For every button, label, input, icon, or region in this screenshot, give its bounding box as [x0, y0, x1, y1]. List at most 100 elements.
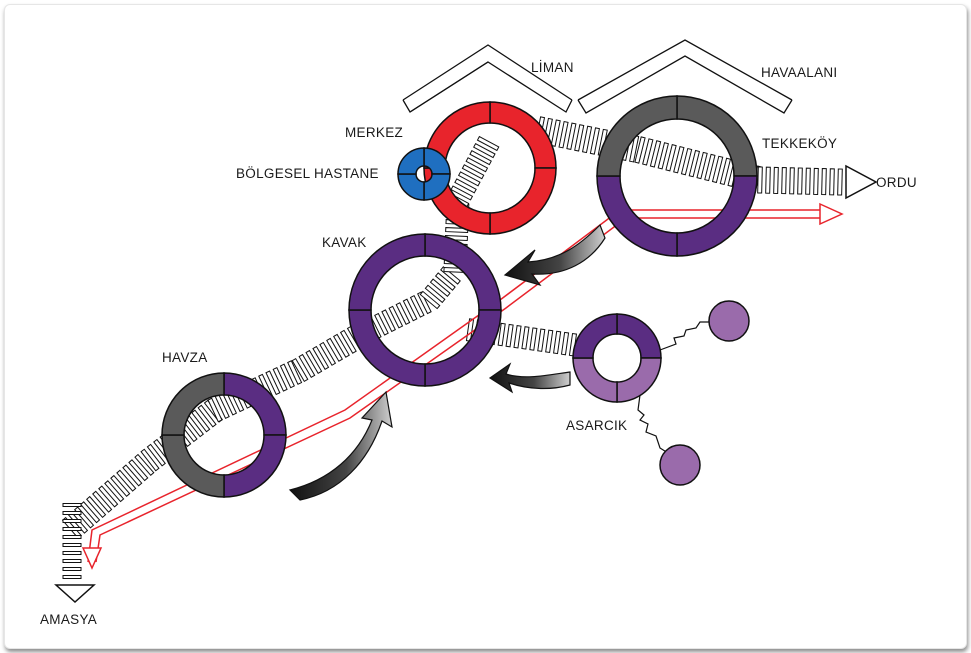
hatch-bar	[62, 503, 82, 507]
asarcik-ring-segment	[572, 357, 618, 403]
hatch-bar	[537, 328, 546, 352]
hatch-bar	[434, 272, 456, 291]
havza-ring-segment	[223, 434, 287, 498]
hatch-bar	[642, 138, 654, 166]
label-kavak: KAVAK	[322, 235, 367, 250]
hatch-bar	[757, 166, 763, 194]
hatch-bar	[287, 360, 303, 385]
asarcik-satellite-bottom	[659, 444, 701, 486]
hatch-bar	[629, 135, 640, 163]
hatch-bar	[417, 291, 432, 315]
hatch-bar	[98, 485, 119, 508]
asarcik-connectors	[637, 321, 716, 459]
hatch-bar	[505, 323, 514, 348]
hatch-bar	[116, 469, 137, 492]
hatch-bar	[191, 409, 211, 433]
hatch-bar	[62, 511, 82, 515]
hatch-bar	[461, 164, 485, 180]
hatch-bar	[62, 535, 82, 539]
havza-ring-segment	[161, 372, 225, 436]
hatch-bar	[86, 495, 107, 519]
tekkekoy-ring-segment	[596, 95, 678, 177]
hatch-bar	[62, 527, 82, 531]
hatch-bar	[560, 331, 570, 356]
hatch-bar	[92, 490, 113, 513]
hatch-bar	[649, 140, 662, 168]
hatch-bar	[673, 145, 685, 174]
hatch-bar	[469, 150, 492, 166]
hatch-bar	[704, 153, 716, 182]
hatch-bar	[298, 353, 316, 379]
hastane-ring	[397, 147, 451, 201]
hatch-bar	[553, 330, 562, 355]
hatch-bar	[110, 474, 131, 498]
liman-bracket	[402, 44, 573, 113]
hatch-bar	[326, 337, 344, 362]
triangle-right-icon	[845, 164, 878, 200]
hatch-bar	[62, 543, 82, 547]
hatch-bar	[207, 397, 223, 423]
havza-ring	[161, 372, 287, 498]
asarcik-ring-segment	[572, 313, 618, 359]
kavak-ring-segment	[424, 233, 502, 311]
hatch-bar	[62, 519, 82, 523]
asarcik-ring	[572, 313, 662, 403]
havza-ring-segment	[161, 434, 225, 498]
hatch-bar	[545, 329, 554, 354]
hatch-bar	[272, 366, 288, 392]
hatch-bar	[473, 142, 496, 159]
kavak-ring	[348, 233, 502, 387]
hatch-bar	[521, 326, 530, 350]
hatch-bar	[550, 119, 561, 147]
tekkekoy-ring	[596, 95, 758, 257]
hatch-bar	[279, 363, 295, 389]
hatch-bar	[454, 178, 477, 194]
hatch-bar	[419, 290, 441, 310]
hatch-bar	[457, 171, 481, 187]
tekkekoy-ring-segment	[596, 175, 678, 257]
label-ordu: ORDU	[876, 175, 917, 190]
hatch-bar	[140, 448, 160, 472]
hatch-bar	[589, 127, 601, 155]
hatch-bar	[765, 166, 771, 194]
hatch-bar	[688, 149, 701, 178]
kavak-ring-segment	[348, 233, 426, 311]
hatch-bar	[104, 480, 125, 503]
merkez-ring-segment	[423, 101, 491, 169]
corridor-amasya-vertical	[62, 503, 82, 579]
hatch-bar	[719, 157, 732, 186]
hatch-bar	[574, 124, 585, 152]
hatch-bar	[821, 168, 827, 196]
hastane-ring-segment	[397, 173, 425, 201]
hatch-bar	[424, 284, 446, 304]
hatch-bar	[305, 349, 323, 374]
hatch-bar	[805, 167, 811, 195]
hatch-bar	[339, 329, 357, 354]
hatch-bar	[62, 575, 82, 579]
asarcik-ring-segment	[616, 357, 662, 403]
hatch-bar	[837, 168, 843, 196]
hatch-bar	[312, 345, 330, 370]
hatch-bar	[134, 453, 155, 476]
corridor-hatching	[61, 116, 843, 579]
hastane-ring-segment	[397, 147, 425, 175]
hatch-bar	[146, 443, 166, 467]
hatch-bar	[388, 305, 404, 329]
hatch-bar	[409, 294, 425, 318]
hatch-bar	[665, 144, 677, 172]
hatch-bar	[476, 135, 500, 152]
hatch-bar	[558, 120, 569, 149]
hatch-bar	[781, 167, 787, 195]
hatch-bar	[395, 302, 411, 325]
hatch-bar	[402, 298, 418, 322]
tekkekoy-ring-segment	[676, 175, 758, 257]
corridor-merkez-ordu	[534, 116, 843, 196]
hatch-bar	[568, 332, 578, 357]
hatch-bar	[79, 501, 101, 524]
hatch-bar	[566, 122, 577, 151]
hatch-bar	[529, 327, 538, 351]
hatch-bar	[696, 151, 708, 180]
flow-arrows	[288, 223, 606, 501]
hatch-bar	[319, 341, 337, 366]
hatch-bar	[680, 147, 693, 176]
